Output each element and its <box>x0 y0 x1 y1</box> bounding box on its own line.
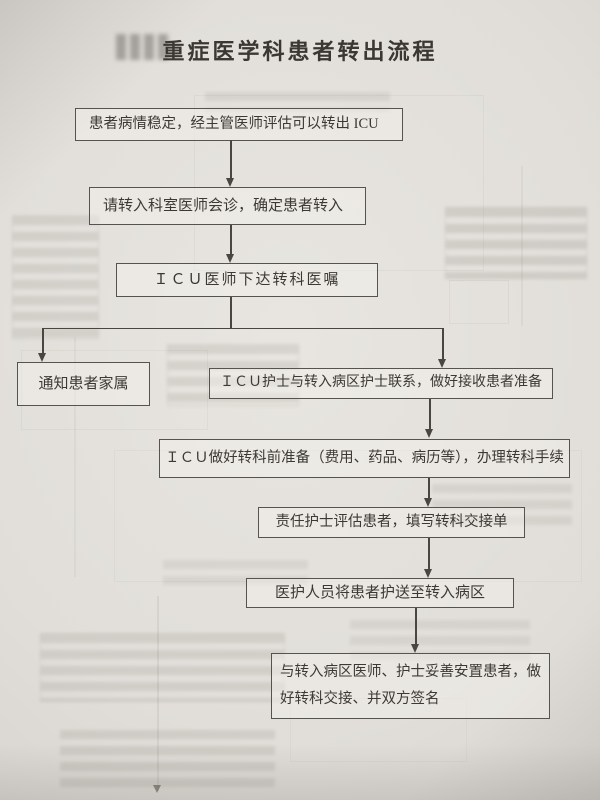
bleedthrough-line <box>521 166 523 326</box>
flow-node-order: ＩＣＵ医师下达转科医嘱 <box>116 263 378 297</box>
bleedthrough-box <box>445 207 587 279</box>
flow-node-stable: 患者病情稳定，经主管医师评估可以转出 ICU <box>75 108 403 141</box>
arrow-nurse-prepare-head <box>425 429 434 438</box>
arrow-order-nurse-head <box>438 359 447 368</box>
branch-stem-line <box>230 297 232 329</box>
arrow-nurse-prepare-line <box>429 399 431 429</box>
arrow-escort-handover-head <box>411 644 420 653</box>
arrow-prepare-assess-head <box>424 498 433 507</box>
arrow-assess-escort-head <box>424 569 433 578</box>
arrow-prepare-assess-line <box>428 478 430 499</box>
arrow-order-family-line <box>42 328 44 354</box>
flow-node-prepare: ＩＣＵ做好转科前准备（费用、药品、病历等），办理转科手续 <box>159 439 570 478</box>
bleedthrough-box <box>449 280 509 324</box>
flow-node-nurse-contact: ＩＣＵ护士与转入病区护士联系，做好接收患者准备 <box>209 368 553 399</box>
flow-node-assess-form: 责任护士评估患者，填写转科交接单 <box>258 507 525 538</box>
flow-node-notify-family: 通知患者家属 <box>17 362 150 406</box>
arrow-stable-consult-head <box>226 178 235 187</box>
arrow-assess-escort-line <box>428 538 430 569</box>
arrow-order-family-head <box>38 353 47 362</box>
bleedthrough-line <box>157 596 159 791</box>
arrow-consult-order-line <box>230 225 232 255</box>
arrow-consult-order-head <box>226 254 235 263</box>
flow-node-escort: 医护人员将患者护送至转入病区 <box>246 578 514 608</box>
bleedthrough-box <box>40 633 285 702</box>
bleedthrough-box <box>12 215 99 339</box>
arrow-order-nurse-line <box>442 328 444 360</box>
page-title: 重症医学科患者转出流程 <box>162 39 438 64</box>
branch-horizontal-line <box>42 327 444 330</box>
flow-node-consult: 请转入科室医师会诊，确定患者转入 <box>89 187 366 225</box>
flow-node-handover: 与转入病区医师、护士妥善安置患者，做 好转科交接、并双方签名 <box>271 653 550 719</box>
bleedthrough-arrowhead <box>153 785 161 793</box>
arrow-stable-consult-line <box>230 140 232 179</box>
arrow-escort-handover-line <box>415 608 417 644</box>
bleedthrough-text <box>60 730 275 792</box>
